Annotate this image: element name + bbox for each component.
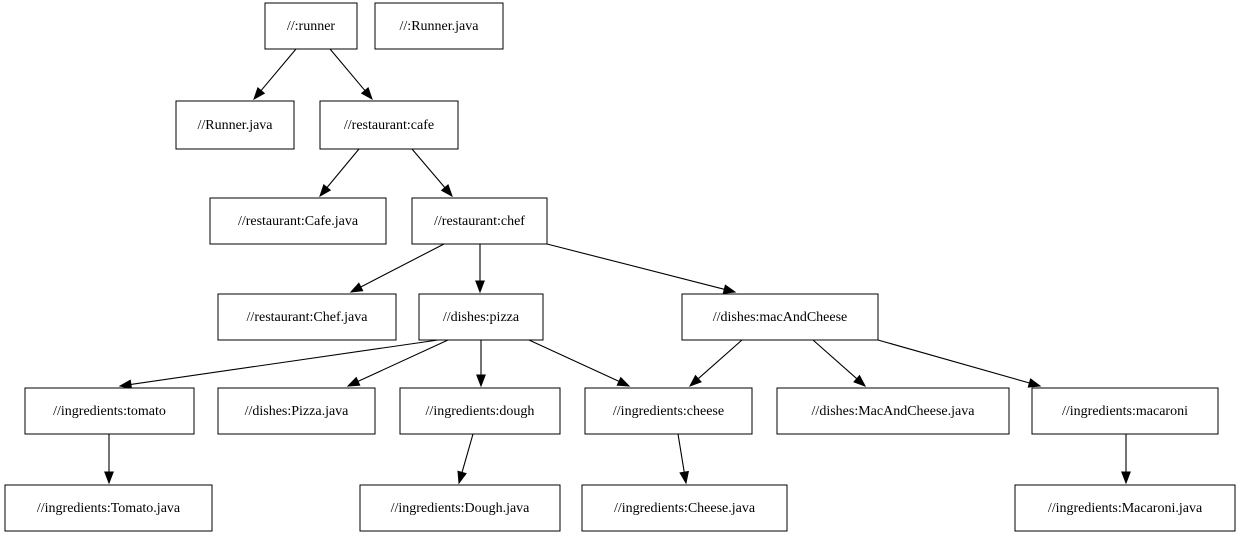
edge-arrowhead [346,376,361,387]
graph-edge-runner-to-restaurant_cafe [329,48,373,101]
node-box[interactable] [1014,484,1236,532]
edge-line [260,48,297,91]
edge-line [877,339,1030,384]
node-box[interactable] [264,2,358,50]
graph-node-mac_java[interactable]: //dishes:MacAndCheese.java [776,387,1010,435]
node-box[interactable] [209,197,387,245]
edge-line [697,339,743,380]
graph-node-ing_cheese[interactable]: //ingredients:cheese [584,387,753,435]
graph-node-dishes_mac[interactable]: //dishes:macAndCheese [681,293,879,341]
edge-arrowhead [476,374,486,388]
graph-edge-ing_cheese-to-cheese_java [677,433,690,485]
graph-edges-layer [104,48,1131,485]
edge-arrowhead [457,470,467,485]
node-box[interactable] [1031,387,1219,435]
edge-arrowhead [319,184,332,198]
edge-arrowhead [104,471,114,485]
node-box[interactable] [411,197,548,245]
graph-edge-dishes_mac-to-ing_macaroni [877,339,1042,388]
edge-line [411,148,446,188]
edge-line [677,433,685,473]
graph-edge-restaurant_cafe-to-cafe_java [319,148,360,198]
node-box[interactable] [175,100,295,150]
graph-edge-ing_macaroni-to-macaroni_java [1121,434,1131,485]
edge-arrowhead [853,374,867,387]
node-box[interactable] [217,387,376,435]
graph-node-runner[interactable]: //:runner [264,2,358,50]
node-box[interactable] [399,387,561,435]
node-box[interactable] [359,484,561,532]
graph-edge-restaurant_chef-to-dishes_mac [546,243,737,294]
graph-edge-restaurant_chef-to-dishes_pizza [475,244,485,294]
graph-node-runner_java_root[interactable]: //:Runner.java [374,2,504,50]
graph-node-tomato_java[interactable]: //ingredients:Tomato.java [4,484,213,532]
node-box[interactable] [374,2,504,50]
graph-node-cheese_java[interactable]: //ingredients:Cheese.java [581,484,788,532]
edge-arrowhead [118,379,133,390]
edge-line [360,243,445,288]
node-box[interactable] [584,387,753,435]
edge-arrowhead [253,87,266,101]
edge-line [326,148,360,188]
edge-arrowhead [360,87,373,101]
graph-edge-ing_dough-to-dough_java [457,433,474,485]
graph-edge-dishes_mac-to-mac_java [812,339,867,387]
edge-arrowhead [722,284,737,294]
graph-node-ing_dough[interactable]: //ingredients:dough [399,387,561,435]
graph-edge-dishes_pizza-to-pizza_java [346,339,449,387]
graph-edge-dishes_mac-to-ing_cheese [688,339,743,387]
edge-line [461,433,474,473]
node-box[interactable] [4,484,213,532]
edge-arrowhead [1121,471,1131,485]
edge-line [357,339,449,382]
node-box[interactable] [581,484,788,532]
edge-line [329,48,366,91]
graph-edge-runner-to-runner_java [253,48,297,101]
graph-node-macaroni_java[interactable]: //ingredients:Macaroni.java [1014,484,1236,532]
edge-arrowhead [475,280,485,294]
node-box[interactable] [217,293,397,341]
graph-edge-restaurant_chef-to-chef_java [349,243,445,293]
edge-arrowhead [688,374,702,387]
edge-arrowhead [440,184,453,198]
graph-node-restaurant_chef[interactable]: //restaurant:chef [411,197,548,245]
graph-edge-restaurant_cafe-to-restaurant_chef [411,148,453,198]
node-box[interactable] [24,387,195,435]
node-box[interactable] [418,293,544,341]
graph-node-chef_java[interactable]: //restaurant:Chef.java [217,293,397,341]
node-box[interactable] [776,387,1010,435]
graph-node-dishes_pizza[interactable]: //dishes:pizza [418,293,544,341]
graph-node-ing_macaroni[interactable]: //ingredients:macaroni [1031,387,1219,435]
edge-arrowhead [679,470,690,485]
graph-node-runner_java[interactable]: //Runner.java [175,100,295,150]
graph-node-restaurant_cafe[interactable]: //restaurant:cafe [319,100,459,150]
graph-edge-dishes_pizza-to-ing_tomato [118,339,439,390]
edge-arrowhead [616,376,631,387]
graph-edge-dishes_pizza-to-ing_cheese [528,339,631,387]
graph-nodes-layer: //:runner //:Runner.java //Runner.java //re… [4,2,1236,532]
edge-arrowhead [349,282,364,293]
graph-node-cafe_java[interactable]: //restaurant:Cafe.java [209,197,387,245]
node-box[interactable] [681,293,879,341]
node-box[interactable] [319,100,459,150]
graph-node-ing_tomato[interactable]: //ingredients:tomato [24,387,195,435]
graph-node-pizza_java[interactable]: //dishes:Pizza.java [217,387,376,435]
edge-line [528,339,620,382]
edge-arrowhead [1027,378,1042,388]
edge-line [130,339,439,385]
graph-edge-ing_tomato-to-tomato_java [104,434,114,485]
edge-line [812,339,858,380]
graph-node-dough_java[interactable]: //ingredients:Dough.java [359,484,561,532]
edge-line [546,243,725,290]
graph-edge-dishes_pizza-to-ing_dough [476,340,486,388]
